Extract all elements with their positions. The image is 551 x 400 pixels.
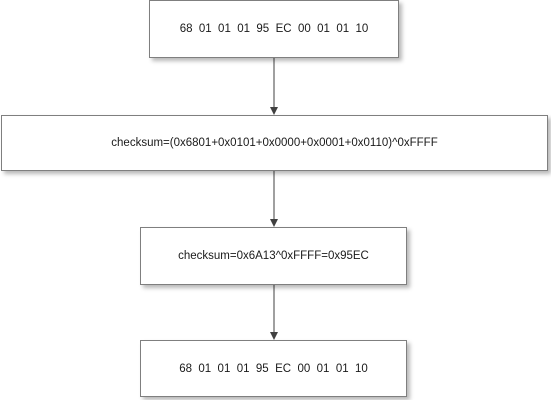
input-bytes-text: 68 01 01 01 95 EC 00 01 01 10 bbox=[179, 23, 369, 35]
checksum-result-box: checksum=0x6A13^0xFFFF=0x95EC bbox=[140, 227, 407, 285]
checksum-result-text: checksum=0x6A13^0xFFFF=0x95EC bbox=[178, 250, 369, 262]
checksum-formula-box: checksum=(0x6801+0x0101+0x0000+0x0001+0x… bbox=[1, 115, 548, 171]
input-bytes-box: 68 01 01 01 95 EC 00 01 01 10 bbox=[149, 0, 399, 58]
output-bytes-box: 68 01 01 01 95 EC 00 01 01 10 bbox=[140, 340, 407, 397]
checksum-formula-text: checksum=(0x6801+0x0101+0x0000+0x0001+0x… bbox=[111, 137, 438, 149]
output-bytes-text: 68 01 01 01 95 EC 00 01 01 10 bbox=[179, 362, 368, 375]
